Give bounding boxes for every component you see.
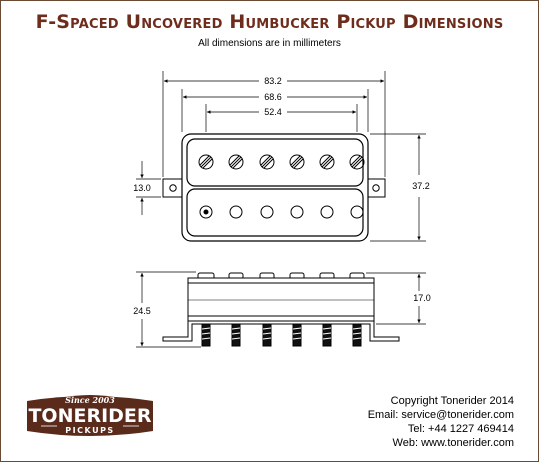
- logo-since: Since 2003: [65, 395, 115, 405]
- footer-copyright: Copyright Tonerider 2014: [390, 395, 514, 407]
- page-title: F-Spaced Uncovered Humbucker Pickup Dime…: [35, 11, 504, 33]
- slug-pole: [289, 154, 305, 170]
- tonerider-logo: Since 2003 TONERIDER PICKUPS: [27, 395, 153, 436]
- top-dimension-labels: 83.2 68.6 52.4 13.0 37.2: [133, 76, 430, 193]
- dim-bobbin-length: 68.6: [264, 92, 282, 102]
- top-view: [162, 133, 386, 242]
- screw-pole: [229, 205, 243, 219]
- logo-brand: TONERIDER: [28, 405, 151, 427]
- side-bobbin: [187, 277, 375, 322]
- screw-poles: [199, 205, 364, 219]
- footer-tel: Tel: +44 1227 469414: [407, 423, 514, 435]
- slug-pole: [349, 154, 365, 170]
- side-mounting-plate: [162, 320, 400, 342]
- dim-bobbin-height: 17.0: [413, 293, 431, 303]
- dim-overall-width: 83.2: [264, 76, 282, 86]
- bobbin-outline: [181, 133, 369, 242]
- side-view: [162, 272, 400, 347]
- mount-hole-right: [372, 184, 380, 192]
- page-subtitle: All dimensions are in millimeters: [198, 38, 341, 49]
- screw-pole: [290, 205, 304, 219]
- footer-email[interactable]: Email: service@tonerider.com: [367, 409, 514, 421]
- slug-pole: [319, 154, 335, 170]
- screw-pole: [260, 205, 274, 219]
- slug-pole: [198, 154, 214, 170]
- dim-total-height: 24.5: [133, 306, 151, 316]
- side-dimension-labels: 24.5 17.0: [133, 293, 431, 316]
- screw-pole: [320, 205, 334, 219]
- logo-sub: PICKUPS: [65, 426, 114, 435]
- footer-web[interactable]: Web: www.tonerider.com: [392, 437, 514, 449]
- slug-poles: [198, 154, 365, 170]
- side-dimension-lines: [136, 271, 426, 348]
- dim-mount-height: 13.0: [133, 183, 151, 193]
- mount-hole-left: [169, 184, 177, 192]
- slug-pole: [259, 154, 275, 170]
- screw-pole: [350, 205, 364, 219]
- top-dimension-lines: [136, 71, 426, 242]
- dim-pole-spacing: 52.4: [264, 107, 282, 117]
- dim-overall-length: 37.2: [412, 181, 430, 191]
- slug-pole: [228, 154, 244, 170]
- pole-screws: [201, 323, 362, 347]
- screw-pole: [199, 205, 213, 219]
- bobbin-top: [186, 138, 364, 187]
